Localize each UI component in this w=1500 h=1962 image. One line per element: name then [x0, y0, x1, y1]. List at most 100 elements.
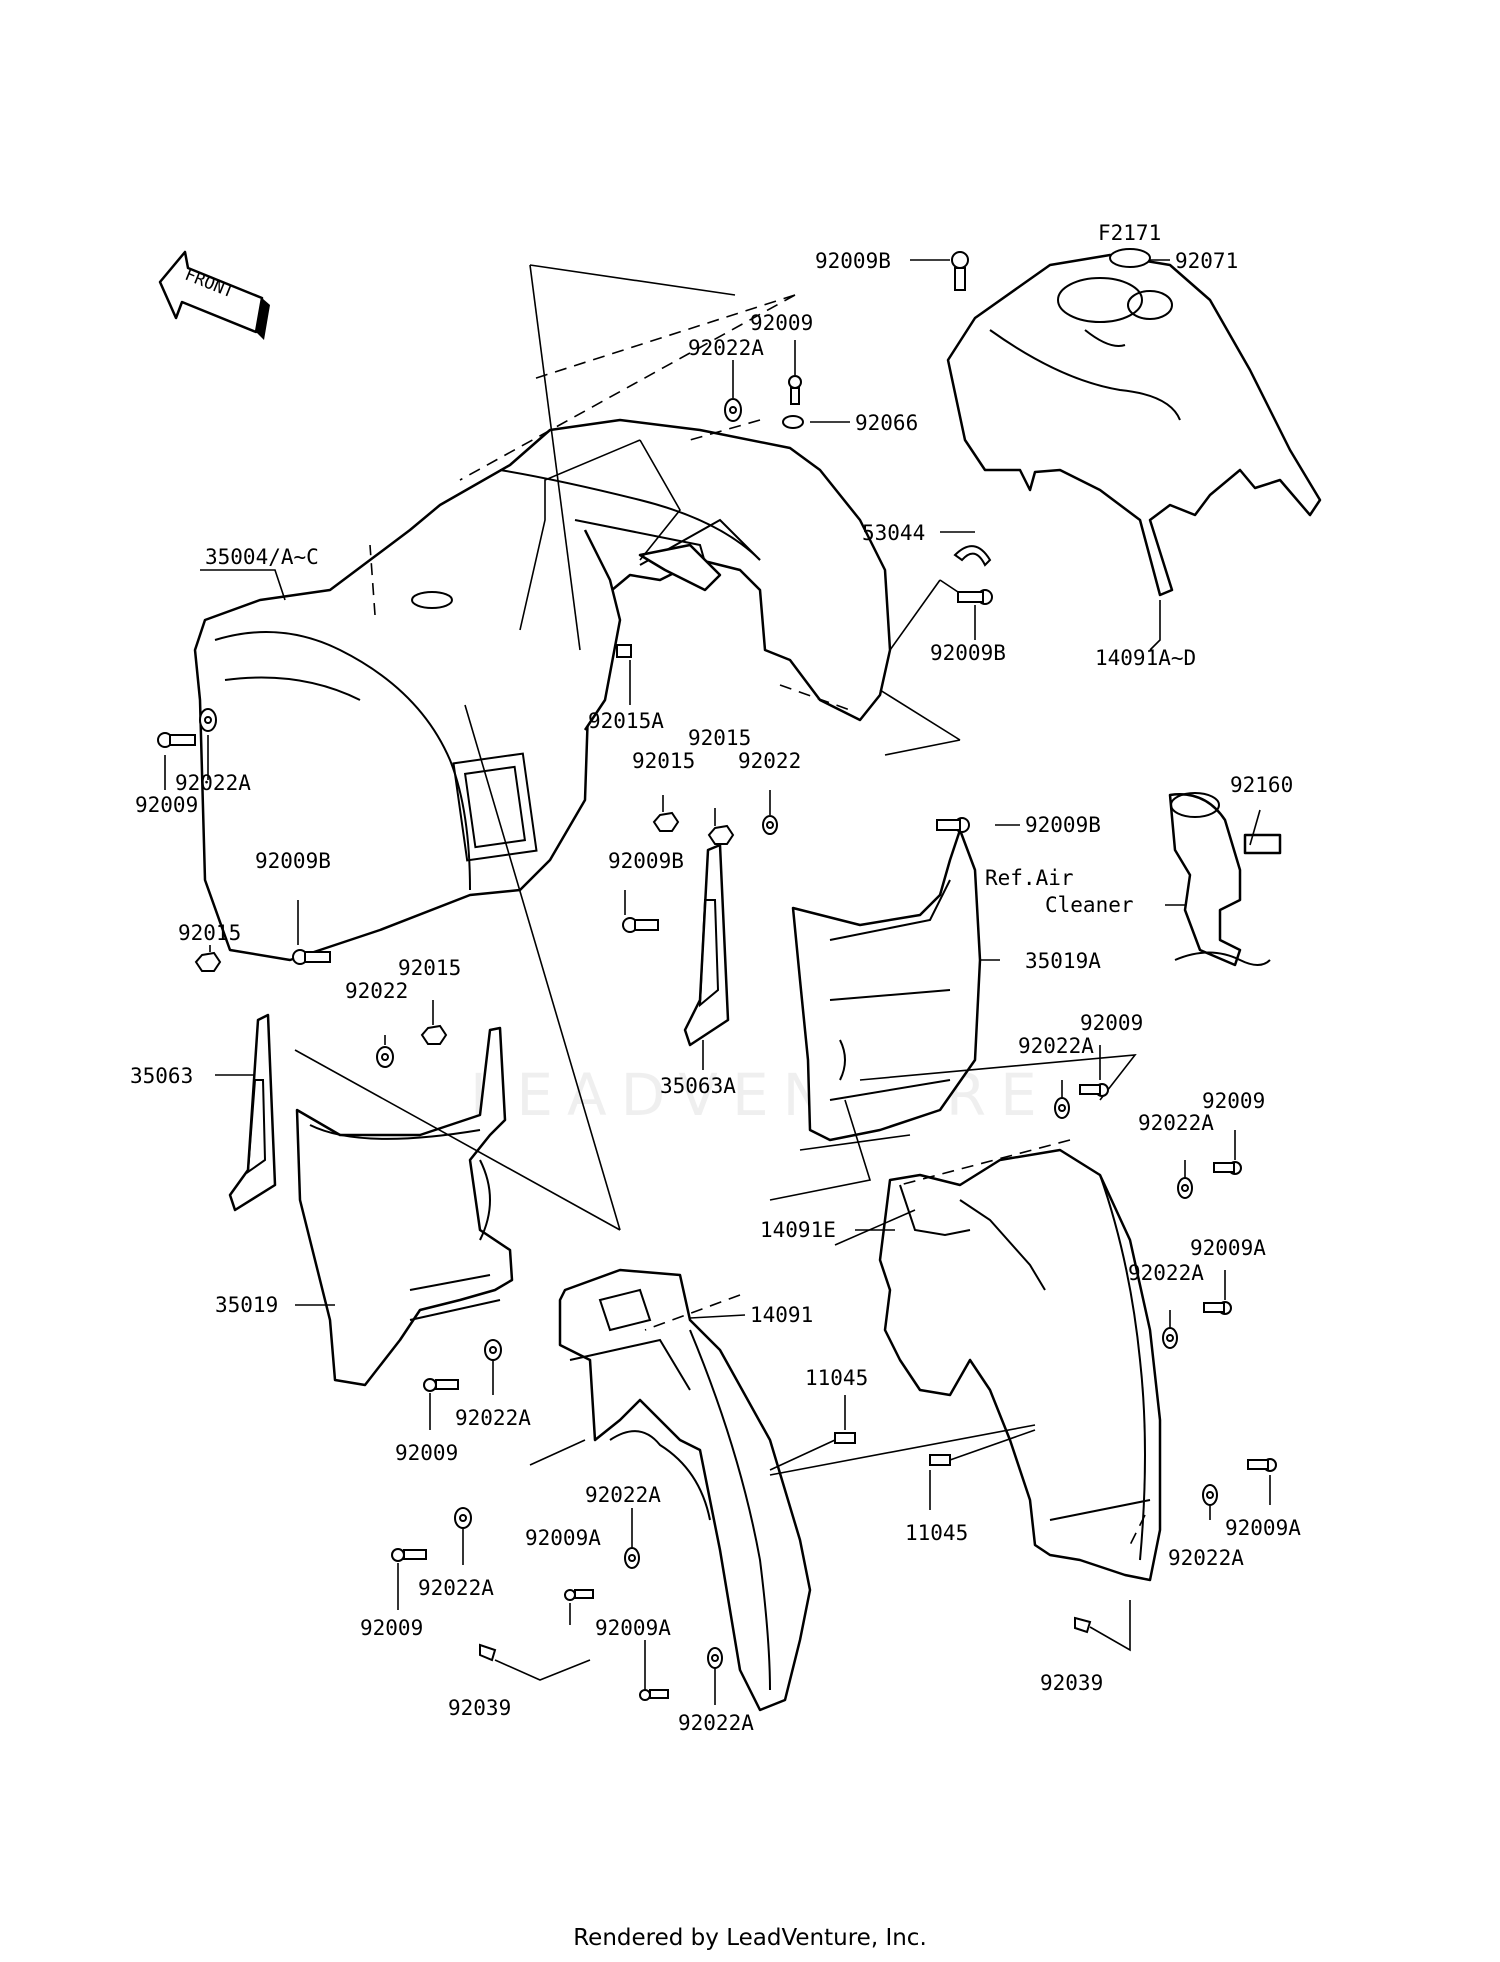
- nut-icon: [420, 1024, 448, 1045]
- callout-label: 92022A: [418, 1576, 494, 1600]
- callout-label: 92009A: [1190, 1236, 1266, 1260]
- washer-icon: [1202, 1484, 1218, 1506]
- bolt-icon: [292, 949, 331, 965]
- pin-icon: [769, 1432, 856, 1471]
- callout-label: 92009A: [525, 1526, 601, 1550]
- callout-label: 92022A: [688, 336, 764, 360]
- washer-icon: [454, 1507, 472, 1529]
- callout-label: 92015A: [588, 709, 664, 733]
- callout-label: 92009B: [1025, 813, 1101, 837]
- callout-leaders: [164, 259, 1271, 1705]
- mud-guard-14091-part: [558, 1268, 812, 1712]
- callout-label: 92022: [738, 749, 801, 773]
- grommet-icon: [1109, 248, 1151, 268]
- washer-icon: [1177, 1177, 1193, 1199]
- callout-label: 92009: [360, 1616, 423, 1640]
- callout-label: 92009: [135, 793, 198, 817]
- washer-icon: [484, 1339, 502, 1361]
- callout-label: 92066: [855, 411, 918, 435]
- footer-credit: Rendered by LeadVenture, Inc.: [573, 1925, 927, 1951]
- callout-label: 53044: [862, 521, 925, 545]
- washer-icon: [762, 815, 778, 835]
- air-cleaner-ref-part: [1168, 792, 1282, 967]
- callout-label: 92009: [750, 311, 813, 335]
- rear-fender-part: [193, 418, 892, 962]
- callout-label: 92015: [178, 921, 241, 945]
- callout-label: 35063: [130, 1064, 193, 1088]
- construction-lines: [294, 264, 1137, 1476]
- bolt-icon: [936, 817, 970, 833]
- bolt-icon: [788, 375, 802, 405]
- bracket-35063a-part: [683, 843, 730, 1047]
- callout-label: 92015: [398, 956, 461, 980]
- callout-label: 11045: [805, 1366, 868, 1390]
- bolt-icon: [951, 251, 969, 291]
- rivet-icon: [1074, 1616, 1092, 1634]
- diagram-code: F2171: [1098, 221, 1161, 245]
- tank-cover-part: [946, 253, 1322, 597]
- washer-icon: [707, 1647, 723, 1669]
- callout-label: 92022A: [1128, 1261, 1204, 1285]
- callout-label: 92009: [395, 1441, 458, 1465]
- bolt-icon: [1213, 1161, 1242, 1175]
- callout-label: 92022A: [455, 1406, 531, 1430]
- callout-label: 92009A: [1225, 1516, 1301, 1540]
- callout-label: 92022A: [1138, 1111, 1214, 1135]
- bolt-icon: [957, 589, 993, 605]
- callout-label: 92015: [688, 726, 751, 750]
- washer-icon: [724, 398, 742, 422]
- ref-note-line2: Cleaner: [1045, 893, 1134, 917]
- callout-label: 11045: [905, 1521, 968, 1545]
- alignment-lines: [369, 294, 1146, 1546]
- callout-label: 14091: [750, 1303, 813, 1327]
- hose-clip-icon: [953, 545, 992, 567]
- callout-label: 92009: [1202, 1089, 1265, 1113]
- bolt-icon: [622, 917, 659, 933]
- nut-icon: [652, 811, 680, 832]
- callout-label: 92022A: [175, 771, 251, 795]
- washer-icon: [1054, 1097, 1070, 1119]
- bracket-35063-part: [228, 1013, 277, 1212]
- ref-note-line1: Ref.Air: [985, 866, 1074, 890]
- front-cover-35019a-part: [791, 828, 982, 1142]
- washer-icon: [376, 1046, 394, 1068]
- callout-label: 92039: [448, 1696, 511, 1720]
- callout-label: 92009A: [595, 1616, 671, 1640]
- mud-guard-14091e-part: [878, 1148, 1162, 1582]
- callout-label: 92022: [345, 979, 408, 1003]
- callout-label: 92009B: [815, 249, 891, 273]
- pin-icon: [929, 1429, 1036, 1466]
- bolt-icon: [1247, 1458, 1277, 1472]
- callout-label: 92009B: [608, 849, 684, 873]
- front-arrow-icon: FRONT: [158, 250, 270, 340]
- callout-label: 92160: [1230, 773, 1293, 797]
- washer-icon: [1162, 1327, 1178, 1349]
- clip-icon: [616, 644, 632, 658]
- plug-icon: [782, 415, 804, 429]
- rivet-icon: [479, 1643, 497, 1662]
- callout-label: 35063A: [660, 1074, 736, 1098]
- bolt-icon: [423, 1378, 459, 1392]
- callout-label: 92009B: [255, 849, 331, 873]
- callout-label: 92009: [1080, 1011, 1143, 1035]
- callout-label: 14091E: [760, 1218, 836, 1242]
- bolt-icon: [391, 1548, 427, 1562]
- nut-icon: [707, 824, 735, 845]
- hardware-icons: [157, 248, 1277, 1701]
- callout-label: 92015: [632, 749, 695, 773]
- callout-label: 92009B: [930, 641, 1006, 665]
- callout-label: 35019A: [1025, 949, 1101, 973]
- bolt-icon: [157, 732, 196, 748]
- washer-icon: [199, 708, 217, 732]
- callout-label: 35004/A~C: [205, 545, 319, 569]
- callout-label: 14091A~D: [1095, 646, 1196, 670]
- bolt-icon: [1079, 1083, 1109, 1097]
- callout-label: 92022A: [1018, 1034, 1094, 1058]
- callout-label: 92022A: [678, 1711, 754, 1735]
- callout-labels: F2171 92009B 92071 92009 92022A 92066 53…: [130, 221, 1301, 1735]
- bolt-icon: [1203, 1301, 1232, 1315]
- front-cover-35019-part: [295, 1026, 514, 1387]
- washer-icon: [624, 1547, 640, 1569]
- nut-icon: [194, 951, 222, 972]
